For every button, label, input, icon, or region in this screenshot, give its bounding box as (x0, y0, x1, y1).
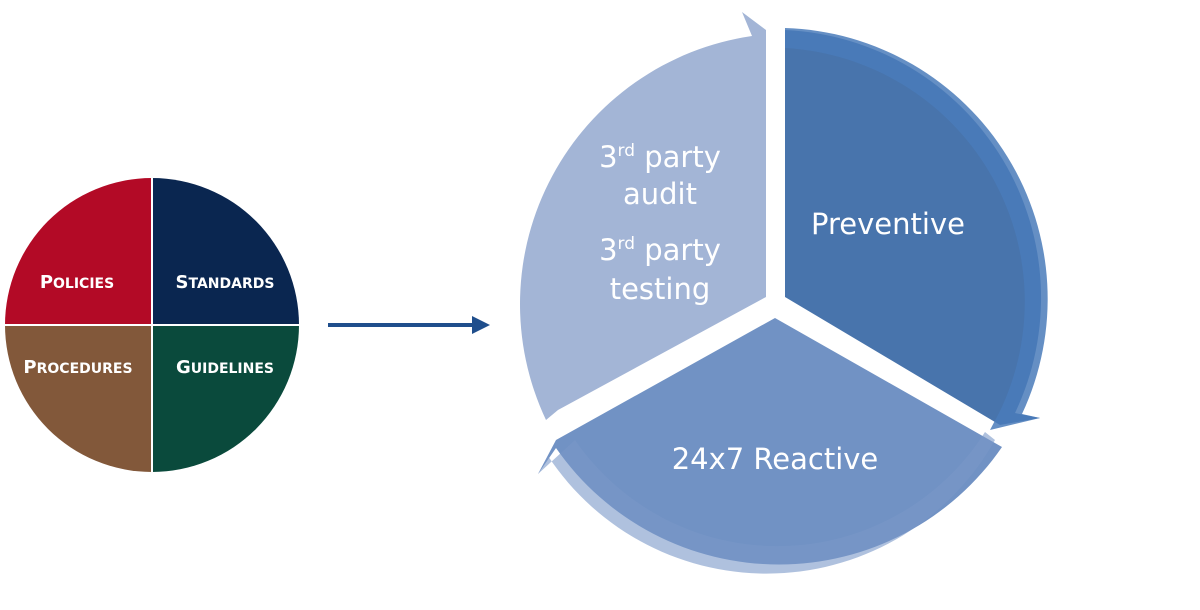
connector-arrow (328, 316, 490, 334)
cycle-segment-reactive (538, 318, 1002, 565)
quadrant-procedures (5, 325, 152, 472)
cycle-preventive-arrow-band (785, 28, 1048, 430)
quadrant-standards (152, 178, 299, 325)
audit-line-2: audit (623, 177, 697, 211)
cycle-diagram: 3rd party audit 3rd party testing Preven… (520, 12, 1048, 574)
label-standards: STANDARDS (176, 272, 275, 293)
audit-line-1: 3rd party (599, 140, 721, 174)
audit-line-4: testing (610, 272, 711, 306)
label-preventive: Preventive (811, 207, 965, 241)
quadrant-circle: POLICIES STANDARDS PROCEDURES GUIDELINES (5, 178, 299, 472)
label-policies: POLICIES (40, 272, 114, 293)
quadrant-guidelines (152, 325, 299, 472)
quadrant-policies (5, 178, 152, 325)
connector-arrow-head (472, 316, 490, 334)
audit-line-3: 3rd party (599, 233, 721, 267)
label-guidelines: GUIDELINES (176, 357, 274, 378)
cycle-segment-audit (520, 12, 766, 420)
label-procedures: PROCEDURES (23, 357, 132, 378)
cycle-reactive-arrow-band (538, 432, 995, 574)
label-reactive: 24x7 Reactive (672, 442, 879, 476)
